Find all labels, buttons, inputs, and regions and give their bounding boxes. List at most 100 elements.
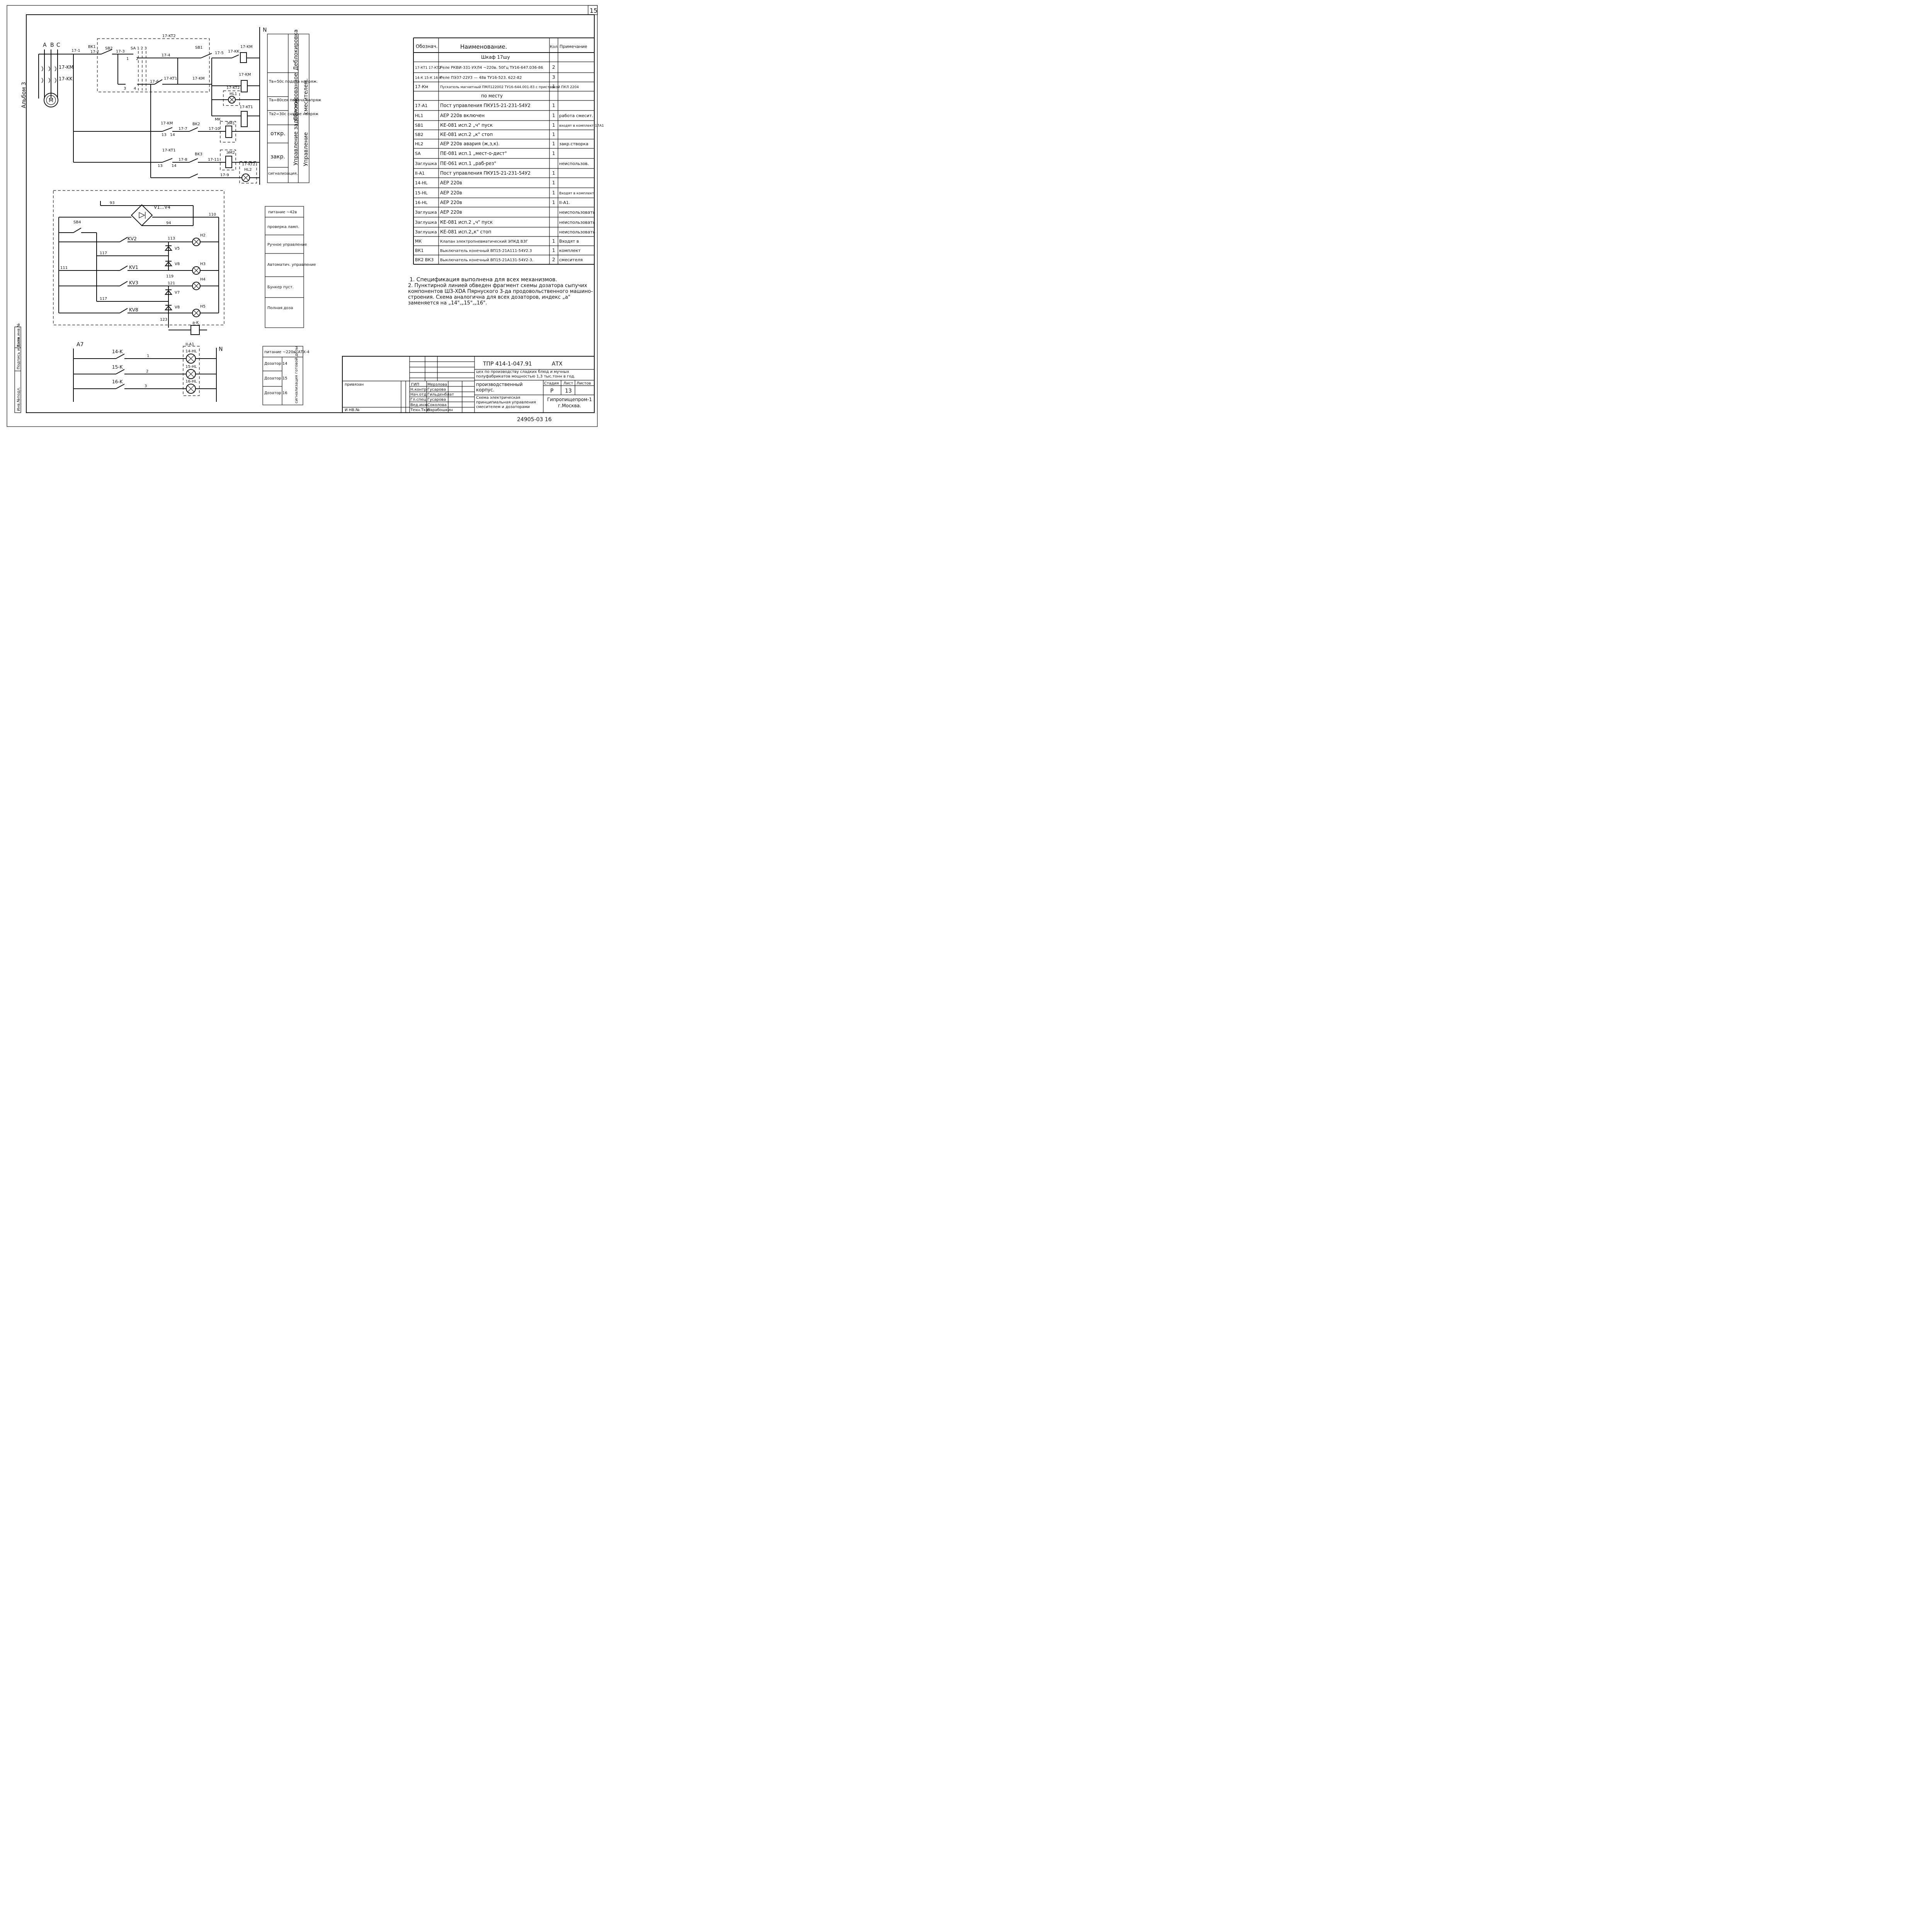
spec-row-note: комплект [559, 248, 581, 253]
phase-b: B [50, 42, 54, 48]
spec-row-note: Входят в [559, 239, 579, 244]
sb4-label: SB4 [73, 220, 81, 224]
panel-ii-a1-label: II-A1 [185, 342, 194, 347]
term-13a: 13 [162, 133, 167, 137]
term-14a: 14 [170, 133, 175, 137]
k14-label: 14-K [112, 349, 123, 354]
spec-row-note: II-А1. [559, 200, 570, 205]
node-17-3: 17-3 [116, 49, 125, 54]
panel-17-a1 [97, 38, 210, 92]
spec-row-qty: 2 [552, 65, 555, 70]
dosing-circuit: 93 V1...V4 110 94 SB4 KV2 113 H2 V5 117 … [53, 190, 224, 335]
h3-label: H3 [200, 262, 206, 266]
spec-row-note: закр.створка [559, 141, 588, 146]
h2-label: H2 [200, 233, 206, 238]
footer-code: 24905-03 16 [517, 417, 552, 423]
spec-row-qty: 1 [552, 238, 555, 244]
role-2: Н.контр [410, 388, 427, 392]
role-3: Нач.отд [410, 393, 427, 397]
spec-row-note: работа смесит. [559, 113, 593, 118]
name-2: Гусарова [427, 388, 446, 392]
wire-113: 113 [168, 236, 175, 241]
node-17-10: 17-10 [209, 127, 220, 131]
spec-row-name: Реле РКВИ-331-УХЛ4 ~220в. 50Гц ТУ16-647.… [440, 66, 543, 70]
spec-header-name: Наименование. [460, 43, 507, 50]
spec-row-name: Шкаф 17шу [481, 54, 510, 60]
spec-row-des: 17-Км [415, 84, 428, 89]
km-aux-label: 17-KM [192, 77, 205, 81]
term-3: 3 [124, 87, 126, 91]
term-13b: 13 [158, 164, 163, 168]
node-17-9: 17-9 [220, 173, 229, 177]
v5-label: V5 [175, 247, 180, 251]
ft-col1-a: Деблокировка [293, 29, 299, 70]
h4-label: H4 [200, 277, 206, 282]
power-circuit: A B C 17-KM 17-KK M [38, 42, 73, 107]
ak-label: a-K [192, 321, 199, 325]
legend-bottom-header: питание ~220в, АТХ-4 [264, 350, 310, 354]
spec-header-des: Обознач. [416, 44, 438, 49]
hl14-label: 14-HL [185, 349, 197, 354]
spec-row-name: Пост управления ПКУ15-21-231-54У2 [440, 170, 531, 176]
side-stamp-1: Инв.№подл. [17, 387, 21, 411]
phase-a: A [43, 42, 47, 48]
spec-row-des: HL2 [415, 141, 423, 146]
role-6: Техн.Ткат [410, 408, 430, 412]
inv-no: И НВ.№ [345, 408, 360, 412]
spec-row-name: АЕР 220в [440, 209, 462, 215]
project-code: ТПР 414-1-047.91 [483, 361, 532, 367]
wire-94: 94 [166, 221, 171, 225]
spec-row-des: SB2 [415, 132, 423, 137]
sb1-label: SB1 [195, 46, 203, 50]
name-3: Гильденблат [427, 393, 454, 397]
wire-111: 111 [60, 266, 68, 270]
outer-frame [7, 5, 598, 427]
term-14b: 14 [172, 164, 177, 168]
hl15-label: 15-HL [185, 365, 197, 369]
sheet-number: 15 [590, 7, 597, 14]
legend-mid-row-1: проверка ламп. [267, 225, 299, 229]
signal-circuit: A7 14-K 1 15-K 2 16-K 3 II-A1 14-HL 15-H… [73, 342, 223, 402]
drawing-sheet: 15 Альбом 3 A B C 17-KM 17-KK M 17-1 BK1… [7, 5, 604, 427]
spec-row-qty: 1 [552, 248, 555, 253]
hl1-label: HL1 [230, 92, 237, 96]
wire-3: 3 [145, 384, 147, 388]
spec-row-name: АЕР 220в [440, 200, 462, 205]
spec-row-name: Клапан электропневматический ЭПКД В3Г [440, 240, 528, 244]
ft-row-3: Tв2=30с снятие напряж [269, 112, 318, 116]
spec-row-qty: 2 [552, 257, 555, 262]
wire-117b: 117 [100, 297, 107, 301]
spec-row-name: КЕ-081 исп.2 „ч" пуск [440, 219, 493, 225]
spec-row-name: Реле ПЭ37-22У3 — 48в ТУ16-523. 622-82 [440, 76, 522, 80]
spec-row-qty: 1 [552, 200, 555, 205]
em2-coil [225, 156, 232, 168]
km-label: 17-KM [240, 45, 253, 49]
legend-bottom-row-1: Дозатор 14 [264, 362, 287, 366]
sheet-header: Лист [563, 381, 573, 386]
spec-row-note: входят в комплект 17А1 [559, 124, 604, 128]
legend-bottom: питание ~220в, АТХ-4 Дозатор 14 Дозатор … [262, 346, 310, 405]
inner-frame [26, 14, 595, 413]
name-6: Барабошкин [427, 408, 453, 412]
km-contact-label: 17-KM [59, 65, 73, 70]
v8-diode-b [164, 305, 173, 310]
kt1-coil [241, 80, 248, 92]
kt1-contact-label: 17-KM [161, 121, 173, 126]
spec-row-qty: 1 [552, 141, 555, 146]
motor-label: M [49, 97, 53, 104]
spec-row-des: 15-HL [415, 190, 428, 196]
node-17-2: 17-2 [90, 50, 99, 54]
legend-bottom-row-2: Дозатор 15 [264, 376, 287, 381]
spec-row-qty: 1 [552, 180, 555, 185]
neutral-bottom: N [219, 346, 223, 352]
spec-row-qty: 1 [552, 170, 555, 176]
ft-col1-b: Сблокированное [293, 73, 299, 121]
spec-row-name: АЕР 220в включен [440, 113, 485, 118]
spec-row-name: Выключатель конечный ВП15-21А131-54У2-3. [440, 258, 533, 262]
spec-table: Обознач.Наименование.Кол.ПримечаниеШкаф … [413, 37, 604, 265]
spec-row-name: КЕ-081 исп.2 „к" стоп [440, 132, 493, 137]
side-stamp: Инв.№подл. Подпись и дата Взам.инв.№ [14, 323, 21, 413]
term-4: 4 [134, 87, 136, 91]
wire-123: 123 [160, 318, 167, 322]
spec-row-qty: 1 [552, 103, 555, 108]
